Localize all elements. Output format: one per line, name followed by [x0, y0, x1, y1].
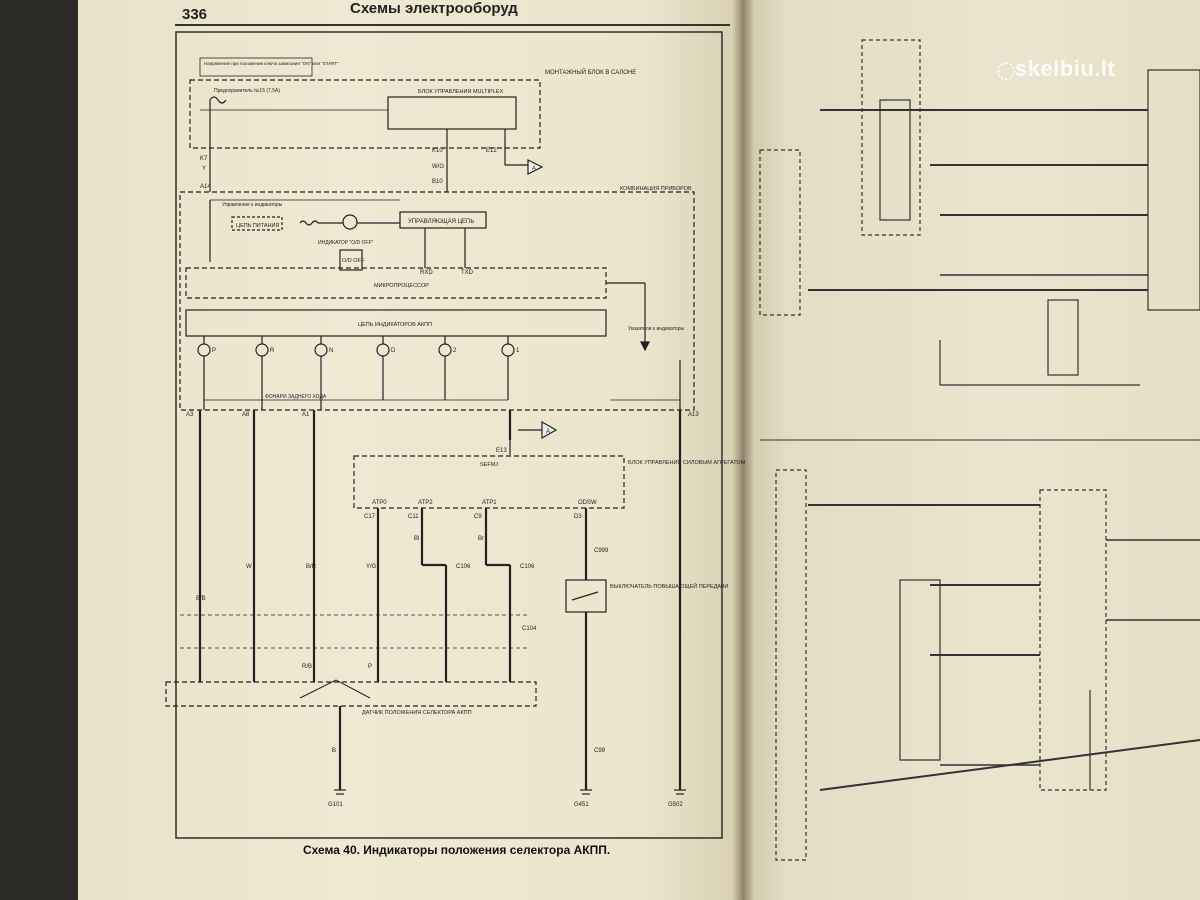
fuse-note-box [199, 57, 313, 77]
header-rule [175, 24, 730, 26]
selector-sensor-label: ДАТЧИК ПОЛОЖЕНИЯ СЕЛЕКТОРА АКПП [362, 710, 472, 716]
reverse-lights-label: ФОНАРИ ЗАДНЕГО ХОДА [265, 394, 327, 400]
indicator-label-n: N [329, 348, 333, 354]
akpp-circuit-label: ЦЕПЬ ИНДИКАТОРОВ АКПП [358, 322, 432, 328]
resistor-symbol [299, 220, 319, 226]
akpp-circuit-box [185, 309, 607, 337]
ground-g101: G101 [328, 802, 343, 808]
indicator-lamps [197, 336, 681, 410]
od-lamp-symbol [342, 214, 358, 230]
connector-a14: A14 [200, 184, 211, 190]
connector-k10: K10 [432, 148, 443, 154]
fuse-note: Напряжение при положении ключа зажигания… [204, 61, 339, 66]
ground-g502: G502 [668, 802, 683, 808]
wire-p: P [368, 664, 372, 670]
connector-e13: E13 [496, 448, 507, 454]
ref-arrow-top [527, 159, 544, 175]
ground-symbols [334, 789, 686, 795]
power-circuit-box [231, 216, 283, 231]
multiplex-box [387, 96, 517, 130]
microprocessor-label: МИКРОПРОЦЕССОР [374, 283, 429, 289]
indicator-label-1: 1 [516, 348, 520, 354]
ground-g451: G451 [574, 802, 589, 808]
od-indicator-label: ИНДИКАТОР "O/D OFF" [318, 240, 374, 246]
ref-a-top: A [532, 166, 536, 172]
fuse-label: Предохранитель №15 (7,5A) [214, 88, 280, 94]
connector-c104: C104 [522, 626, 537, 632]
gauge-cluster-outline [179, 191, 695, 411]
od-off-label: O/D OFF [342, 258, 365, 264]
connector-k7: K7 [200, 156, 208, 162]
wire-bb: B/B [196, 596, 206, 602]
connector-c9: C9 [474, 514, 482, 520]
page-number: 336 [182, 6, 208, 23]
connector-c11: C11 [408, 514, 419, 520]
watermark-text: skelbiu.lt [1015, 56, 1116, 81]
connector-a1: A1 [302, 412, 310, 418]
connector-c106-a: C106 [456, 564, 471, 570]
ecu-wires [376, 508, 588, 790]
fuse-symbol [209, 96, 227, 104]
control-circuit-box [399, 211, 487, 229]
watermark-icon [997, 62, 1015, 80]
gauge-cluster-label: КОМБИНАЦИЯ ПРИБОРОВ [620, 186, 692, 192]
wire-br: B/R [306, 564, 317, 570]
figure-caption: Схема 40. Индикаторы положения селектора… [303, 843, 611, 857]
selector-sensor-box [165, 681, 537, 707]
power-circuit-label: ЦЕПЬ ПИТАНИЯ [236, 223, 280, 229]
indicator-label-2: 2 [453, 348, 457, 354]
fuse-box-outline [189, 79, 541, 149]
multiplex-label: БЛОК УПРАВЛЕНИЯ MULTIPLEX [418, 89, 503, 95]
wire-b: B [332, 748, 336, 754]
connector-c17: C17 [364, 514, 376, 520]
ref-a-mid: A [546, 429, 550, 435]
indicator-label-p: P [212, 348, 216, 354]
pin-atp2: ATP2 [418, 500, 433, 506]
od-off-box [339, 249, 363, 271]
wire-w: W [246, 564, 252, 570]
od-switch-label: ВЫКЛЮЧАТЕЛЬ ПОВЫШАЮЩЕЙ ПЕРЕДАЧИ [610, 582, 728, 590]
diagram-frame [175, 31, 723, 839]
connector-txd: TXD [461, 270, 474, 276]
left-page [78, 0, 742, 900]
pin-atp0: ATP0 [372, 500, 387, 506]
indicator-label-r: R [270, 348, 275, 354]
section-header: Схемы электрооборуд [350, 0, 518, 17]
connector-d3: D3 [574, 514, 582, 520]
connector-rxd: RXD [420, 270, 433, 276]
od-switch-box [565, 579, 607, 613]
book-gutter [732, 0, 754, 900]
wire-wg: W/G [432, 164, 444, 170]
connector-a3: A3 [186, 412, 194, 418]
connector-a8: A8 [242, 412, 250, 418]
lamps-note-label: Указатели к индикаторы [628, 326, 684, 332]
pin-atp1: ATP1 [482, 500, 497, 506]
right-page-diagram [759, 39, 1200, 861]
wire-y: Y [202, 166, 206, 172]
connector-c99: C99 [594, 748, 606, 754]
connector-a13: A13 [688, 412, 699, 418]
connector-e12: E12 [486, 148, 497, 154]
control-circuit-label: УПРАВЛЯЮЩАЯ ЦЕПЬ [408, 219, 474, 225]
wire-brn: Br [478, 536, 484, 542]
pin-odsw: ODSW [578, 500, 597, 506]
ecu-inner-label: SEFMJ [480, 462, 498, 468]
lights-control-label: Управление к индикаторы [222, 202, 283, 208]
ecu-box [353, 455, 625, 509]
indicator-label-d: D [391, 348, 396, 354]
main-wires [198, 410, 682, 790]
wire-yg: Y/G [366, 564, 377, 570]
wire-rb: R/B [302, 664, 312, 670]
connector-b10: B10 [432, 179, 443, 185]
connector-c106-b: C106 [520, 564, 535, 570]
wire-bl: Bl [414, 536, 419, 542]
ecu-label: БЛОК УПРАВЛЕНИЯ СИЛОВЫМ АГРЕГАТОМ [628, 460, 746, 466]
connector-c999: C999 [594, 548, 609, 554]
fuse-box-label: МОНТАЖНЫЙ БЛОК В САЛОНЕ [545, 68, 636, 76]
